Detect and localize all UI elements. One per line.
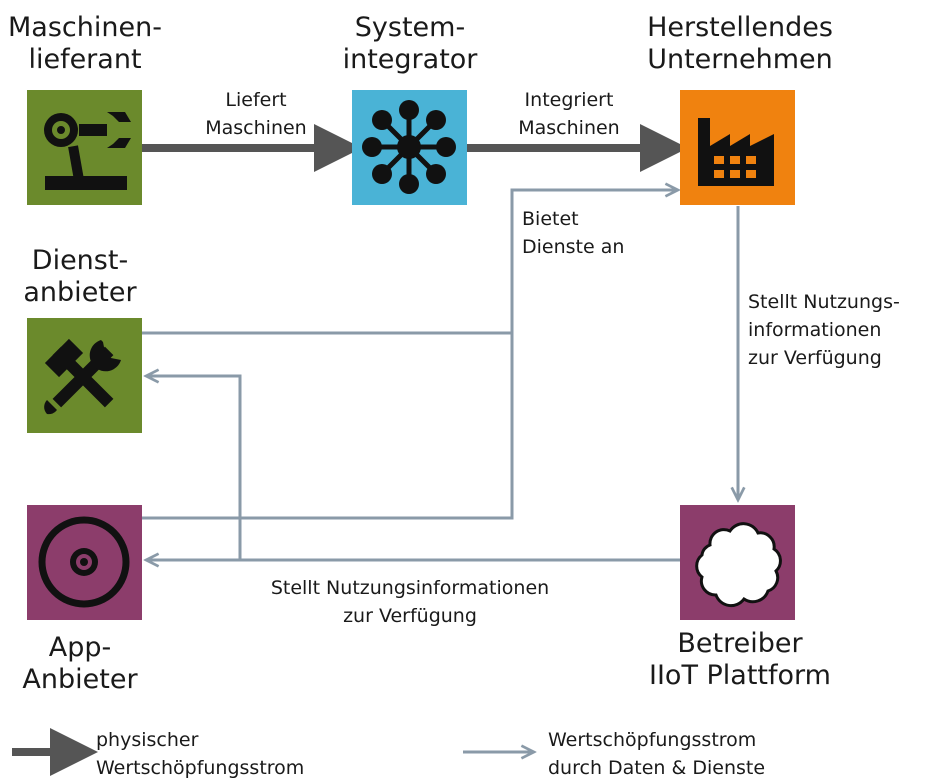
tools-icon	[27, 318, 142, 433]
legend-physical-label: physischer Wertschöpfungsstrom	[96, 729, 305, 779]
network-hub-icon	[352, 90, 467, 205]
integrates-machines-label: Integriert Maschinen	[518, 89, 620, 139]
service-provider-box	[27, 318, 142, 433]
arrow-to-service-provider	[146, 376, 242, 560]
system-integrator-box	[352, 90, 467, 205]
supplies-machines-label: Liefert Maschinen	[205, 89, 307, 139]
app-provider-box	[27, 505, 142, 620]
machine-supplier-box	[27, 90, 142, 205]
system-integrator-label: System- integrator	[342, 12, 478, 75]
factory-icon	[680, 90, 795, 205]
usage-info-right-label: Stellt Nutzungs- informationen zur Verfü…	[748, 291, 900, 369]
robot-arm-icon	[27, 90, 142, 205]
target-disc-icon	[27, 505, 142, 620]
iiot-operator-label: Betreiber IIoT Plattform	[649, 628, 831, 691]
arrow-service-offer	[142, 190, 678, 335]
manufacturer-label: Herstellendes Unternehmen	[647, 12, 833, 75]
legend-data-label: Wertschöpfungsstrom durch Daten & Dienst…	[548, 729, 766, 779]
offers-services-label: Bietet Dienste an	[522, 208, 625, 258]
machine-supplier-label: Maschinen- lieferant	[8, 12, 162, 75]
iiot-operator-box	[680, 505, 795, 620]
arrow-app-offer-2	[246, 333, 514, 520]
app-provider-label: App- Anbieter	[22, 632, 138, 695]
usage-info-bottom-label: Stellt Nutzungsinformationen zur Verfügu…	[270, 577, 550, 627]
service-provider-label: Dienst- anbieter	[23, 245, 137, 308]
manufacturer-box	[680, 90, 795, 205]
cloud-icon	[680, 505, 795, 620]
